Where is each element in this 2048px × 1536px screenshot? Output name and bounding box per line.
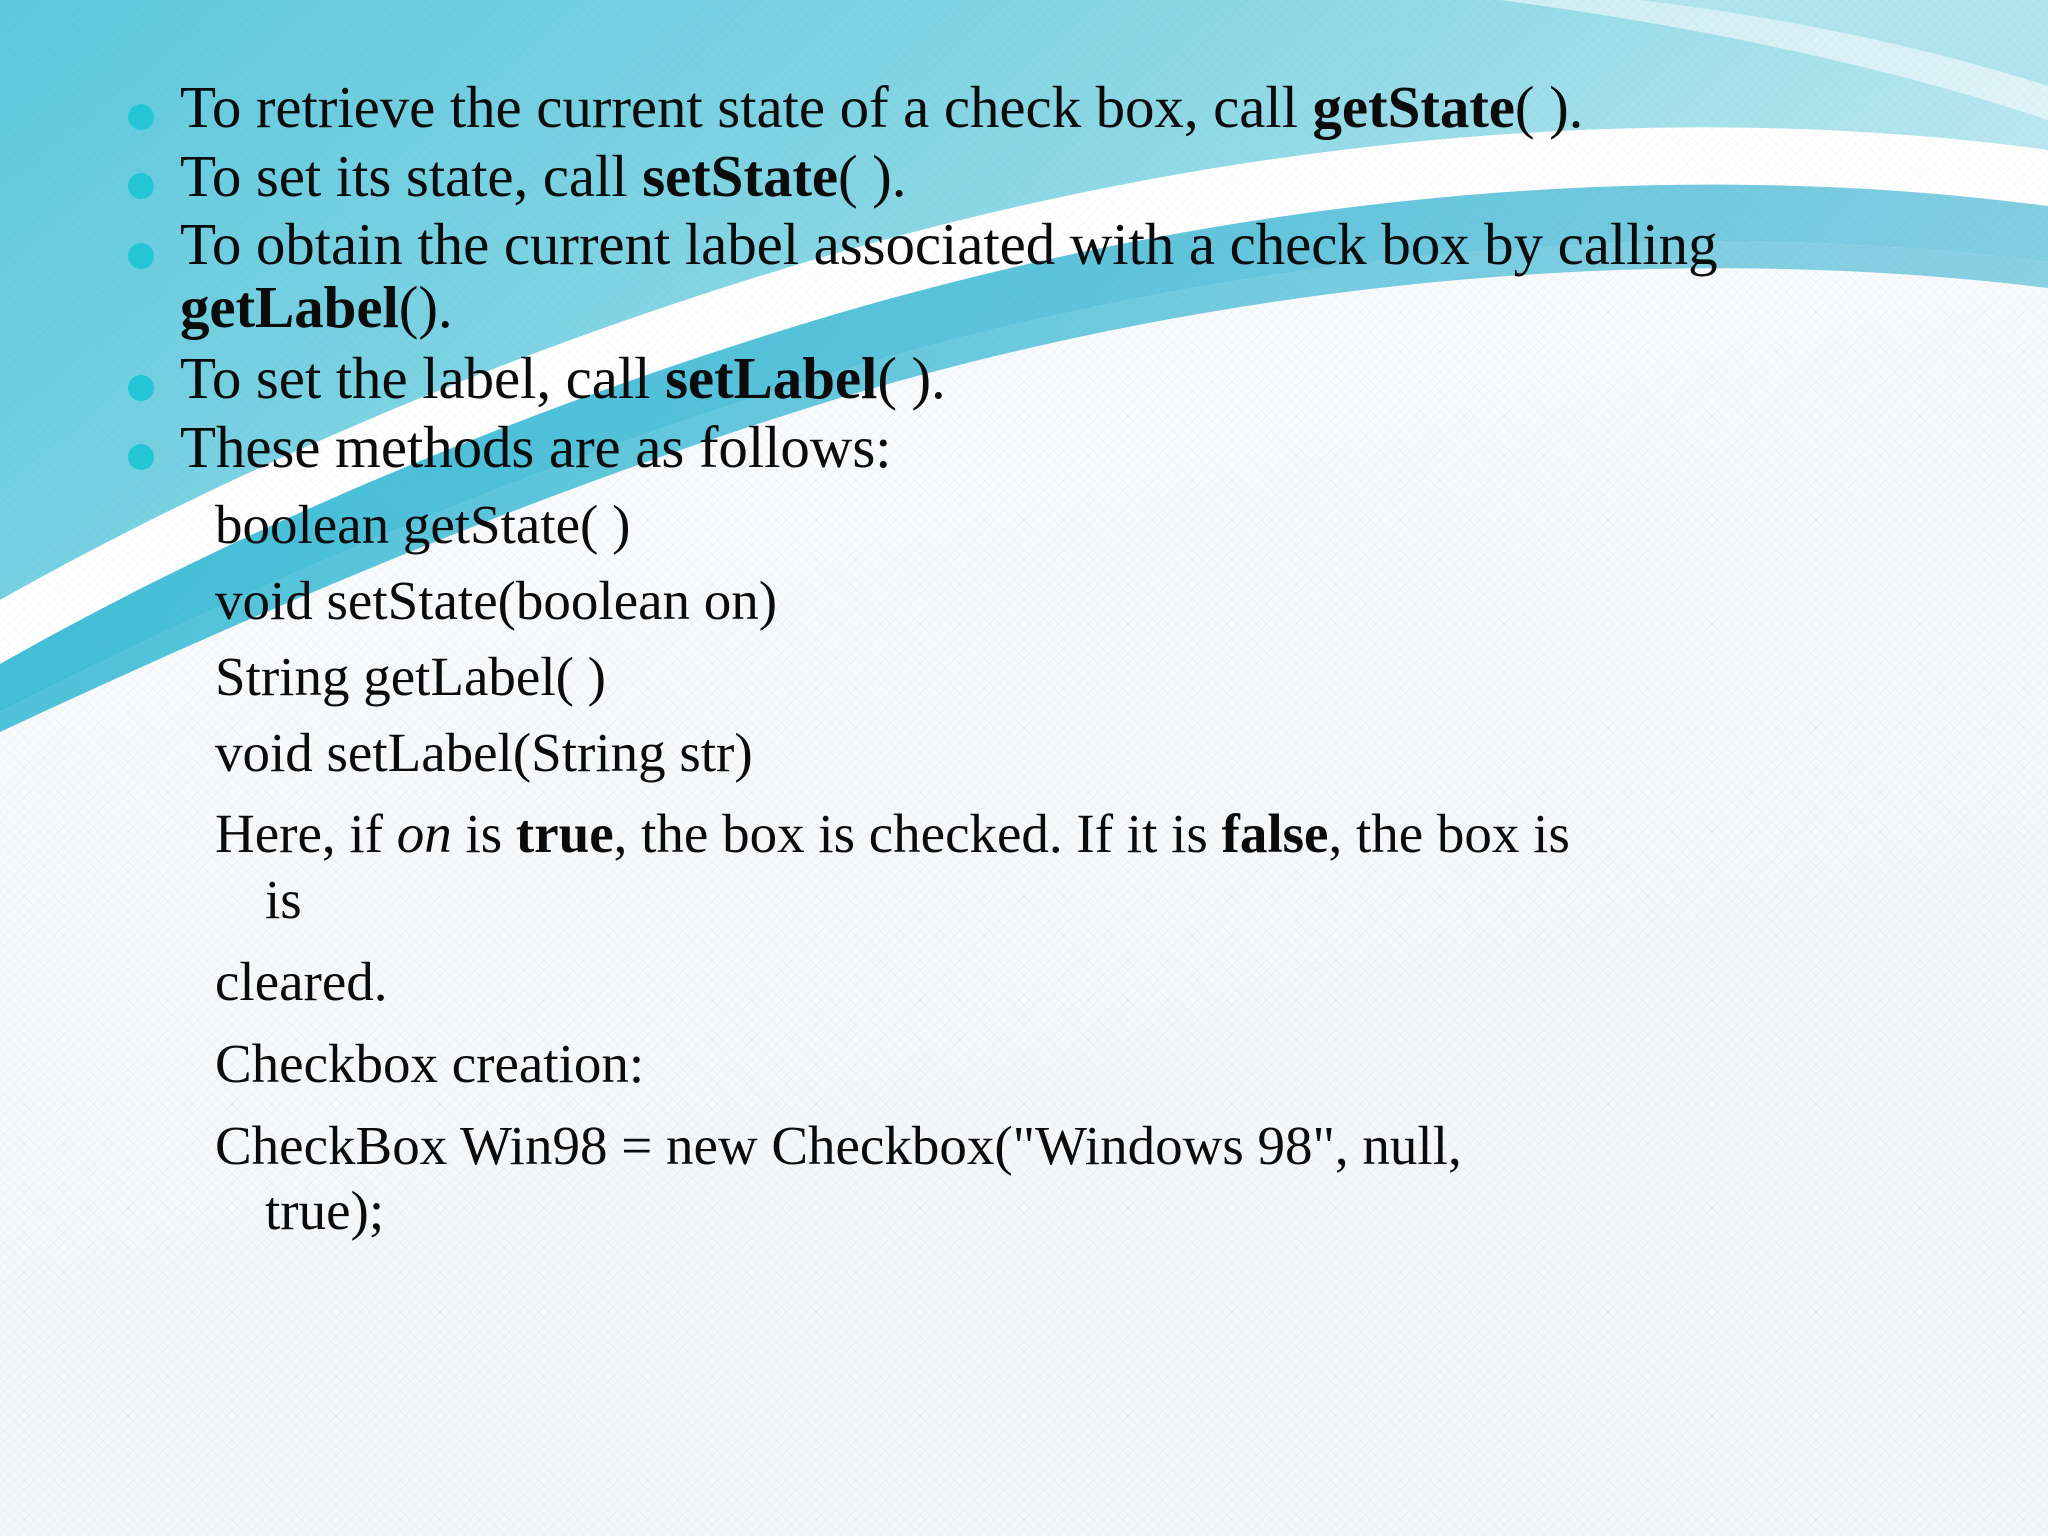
bullet-item-set-state: To set its state, call setState( ). (0, 143, 2048, 210)
note-cleared: cleared. (215, 951, 388, 1013)
bullet-dot-icon (128, 242, 154, 269)
bullet-segment-bold: getLabel (180, 273, 399, 340)
bullet-item-get-state: To retrieve the current state of a check… (0, 74, 2048, 141)
bullet-segment-bold: setState (642, 143, 838, 210)
note-segment-italic: on (396, 803, 452, 865)
method-signature-line: String getLabel( ) (215, 645, 606, 707)
bullet-item-set-label: To set the label, call setLabel( ). (0, 345, 2048, 412)
creation-code-line: CheckBox Win98 = new Checkbox("Windows 9… (215, 1114, 1462, 1176)
bullet-dot-icon (128, 173, 154, 200)
bullet-dot-icon (128, 104, 154, 130)
bullet-segment: To obtain the current label associated w… (180, 210, 1718, 277)
bullet-segment: To set the label, call (180, 344, 666, 411)
note-here-wrap: is (265, 869, 302, 931)
note-segment-bold: true (515, 803, 614, 865)
bullet-segment: (). (398, 273, 453, 340)
bullet-segment: To retrieve the current state of a check… (180, 74, 1313, 140)
method-signature-line: boolean getState( ) (215, 494, 631, 556)
creation-heading: Checkbox creation: (215, 1032, 645, 1094)
bullet-text-set-label: To set the label, call setLabel( ). (180, 345, 1970, 412)
note-here-line: Here, if on is true, the box is checked.… (0, 802, 2045, 866)
bullet-text-get-label: To obtain the current label associated w… (180, 210, 1970, 340)
note-segment: , the box is (1328, 803, 1570, 865)
bullet-text-methods-intro: These methods are as follows: (180, 414, 892, 480)
bullet-segment: ( ). (877, 344, 946, 411)
bullet-item-methods-intro: These methods are as follows: (0, 414, 2048, 481)
bullet-segment-bold: getState (1312, 74, 1515, 140)
bullet-segment: ( ). (837, 143, 907, 210)
note-segment: is (451, 803, 516, 865)
bullet-dot-icon (128, 444, 154, 470)
creation-code-line-wrap: true); (265, 1180, 385, 1242)
bullet-item-get-label: To obtain the current label associated w… (0, 210, 2048, 340)
bullet-segment: To set its state, call (180, 143, 643, 210)
bullet-text-set-state: To set its state, call setState( ). (180, 143, 1970, 210)
note-segment: , the box is checked. If it is (613, 803, 1222, 865)
bullet-dot-icon (128, 374, 154, 401)
bullet-segment-bold: setLabel (665, 344, 878, 411)
method-signature-line: void setState(boolean on) (215, 570, 778, 632)
bullet-segment: ( ). (1514, 74, 1584, 140)
method-signature-line: void setLabel(String str) (215, 721, 753, 783)
note-segment: Here, if (215, 803, 397, 865)
note-segment-bold: false (1221, 803, 1329, 865)
bullet-text-get-state: To retrieve the current state of a check… (180, 74, 1970, 141)
